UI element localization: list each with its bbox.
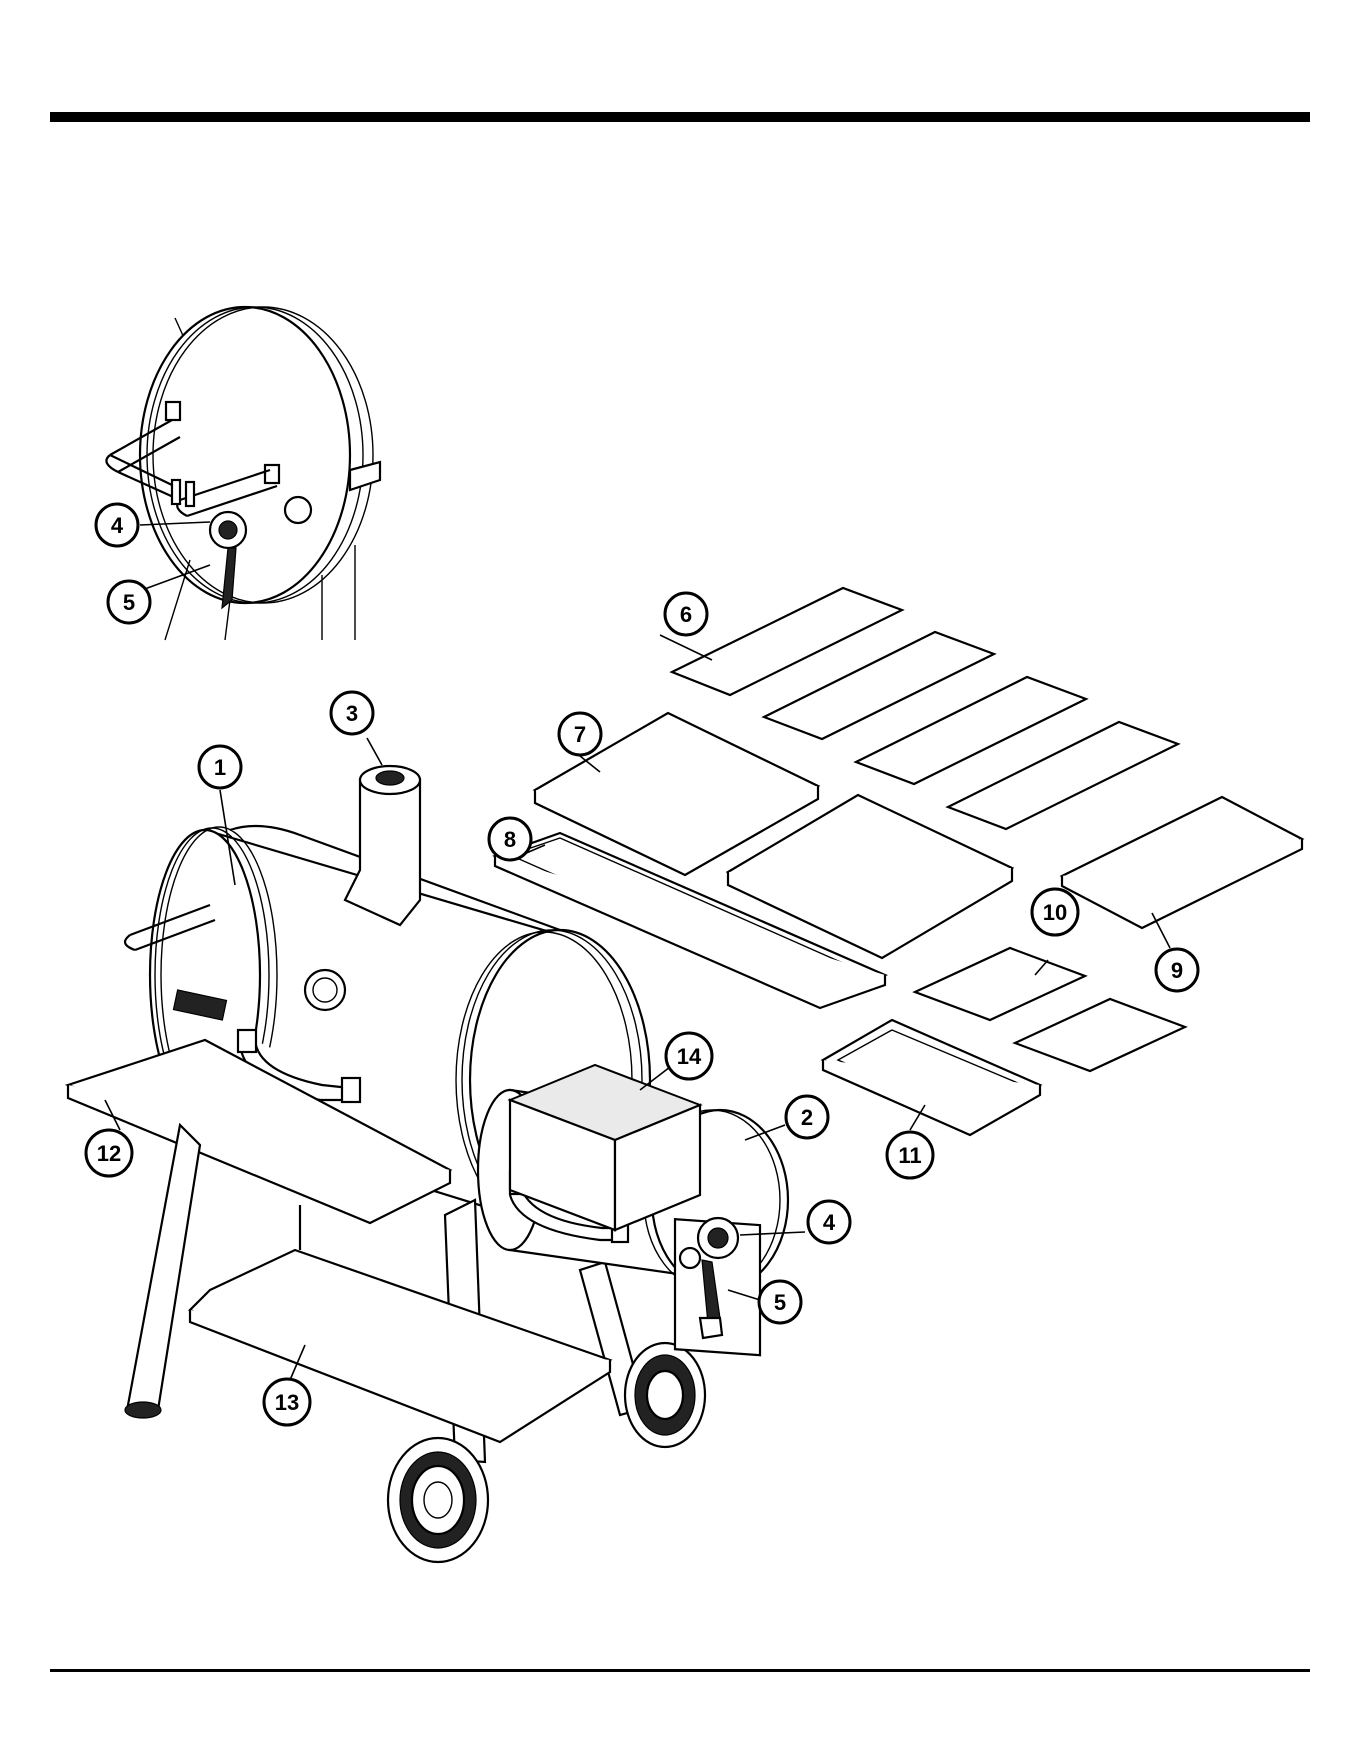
callout-2-label: 2 [801,1105,813,1130]
callout-7: 7 [559,713,601,755]
callout-7-label: 7 [574,722,586,747]
callout-8: 8 [489,818,531,860]
callout-14-label: 14 [677,1044,702,1069]
callout-8-label: 8 [504,827,516,852]
callout-4-inset: 4 [96,504,138,546]
ash-pan [823,1020,1040,1135]
callout-4-firebox-label: 4 [823,1210,836,1235]
callout-9: 9 [1156,949,1198,991]
callout-10-label: 10 [1043,900,1067,925]
callout-4-firebox: 4 [808,1201,850,1243]
callout-5-firebox: 5 [759,1281,801,1323]
callout-13-label: 13 [275,1390,299,1415]
callout-11-label: 11 [898,1143,921,1168]
callout-2: 2 [786,1096,828,1138]
callout-14: 14 [666,1033,712,1079]
smoke-stack [345,766,420,925]
callout-12: 12 [86,1130,132,1176]
callout-5-firebox-label: 5 [774,1290,786,1315]
callout-13: 13 [264,1379,310,1425]
callout-5-inset-label: 5 [123,590,135,615]
callout-10: 10 [1032,889,1078,935]
callout-4-inset-label: 4 [111,513,124,538]
callout-9-label: 9 [1171,958,1183,983]
callout-12-label: 12 [97,1141,121,1166]
callout-5-inset: 5 [108,581,150,623]
callout-1: 1 [199,746,241,788]
callout-11: 11 [887,1132,933,1178]
callout-1-label: 1 [214,755,226,780]
callout-3: 3 [331,692,373,734]
callout-3-label: 3 [346,701,358,726]
callout-6-label: 6 [680,602,692,627]
charcoal-grate [1062,797,1302,928]
callout-6: 6 [665,593,707,635]
